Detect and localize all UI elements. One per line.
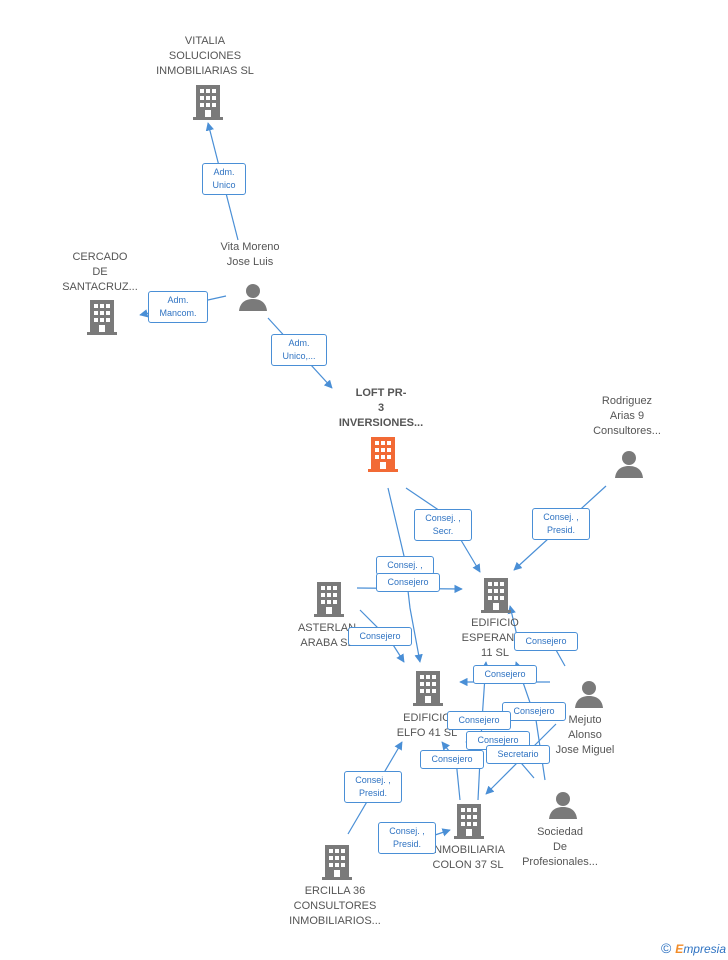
node-label-elfo[interactable]: EDIFICIO ELFO 41 SL [396, 712, 458, 739]
node-label-sociedad[interactable]: Sociedad De Profesionales... [522, 826, 598, 868]
edge-label-consej-presid-1[interactable]: Consej. , Presid. [532, 508, 590, 540]
edge-label-consejero-4[interactable]: Consejero [473, 665, 537, 684]
node-label-esperanza[interactable]: EDIFICIO ESPERANZA 11 SL [461, 617, 529, 659]
edge-label-consejero-5[interactable]: Consejero [502, 702, 566, 721]
node-label-loft[interactable]: LOFT PR- 3 INVERSIONES... [338, 387, 424, 429]
edge-label-consej-presid-2[interactable]: Consej. , Presid. [344, 771, 402, 803]
person-icon[interactable] [574, 679, 604, 714]
node-label-cercado[interactable]: CERCADO DE SANTACRUZ... [62, 251, 138, 293]
copyright-icon: © [660, 940, 672, 956]
person-icon[interactable] [614, 449, 644, 484]
node-label-vitalia[interactable]: VITALIA SOLUCIONES INMOBILIARIAS SL [156, 35, 254, 77]
building-icon[interactable] [322, 844, 352, 885]
building-icon[interactable] [413, 670, 443, 711]
edge-label-consejero-6[interactable]: Consejero [447, 711, 511, 730]
building-icon[interactable] [454, 803, 484, 844]
edge-label-consejero-2[interactable]: Consejero [348, 627, 412, 646]
person-icon[interactable] [548, 790, 578, 825]
brand-name: mpresia [683, 942, 726, 956]
edge-mejuto-colon [485, 723, 557, 795]
edge-label-consej-presid-3[interactable]: Consej. , Presid. [378, 822, 436, 854]
edge-label-secretario[interactable]: Secretario [486, 745, 550, 764]
brand-initial: E [675, 942, 684, 956]
node-label-vita-moreno[interactable]: Vita Moreno Jose Luis [220, 241, 280, 268]
building-icon[interactable] [368, 436, 398, 477]
building-icon[interactable] [314, 581, 344, 622]
building-icon[interactable] [87, 299, 117, 340]
edge-label-adm-mancom[interactable]: Adm. Mancom. [148, 291, 208, 323]
edge-label-adm-unico-2[interactable]: Adm. Unico,... [271, 334, 327, 366]
building-icon[interactable] [193, 84, 223, 125]
edge-label-consejero-8[interactable]: Consejero [420, 750, 484, 769]
edge-label-consej-secr[interactable]: Consej. , Secr. [414, 509, 472, 541]
edge-label-consejero-3[interactable]: Consejero [514, 632, 578, 651]
edge-label-adm-unico[interactable]: Adm. Unico [202, 163, 246, 195]
edge-label-consejero-1[interactable]: Consejero [376, 573, 440, 592]
node-label-ercilla[interactable]: ERCILLA 36 CONSULTORES INMOBILIARIOS... [289, 885, 381, 927]
node-label-colon[interactable]: INMOBILIARIA COLON 37 SL [431, 844, 505, 871]
node-label-mejuto[interactable]: Mejuto Alonso Jose Miguel [555, 714, 615, 756]
node-label-rodriguez[interactable]: Rodriguez Arias 9 Consultores... [593, 395, 661, 437]
building-icon[interactable] [481, 577, 511, 618]
empresia-logo[interactable]: ©Empresia [661, 940, 726, 956]
person-icon[interactable] [238, 282, 268, 317]
